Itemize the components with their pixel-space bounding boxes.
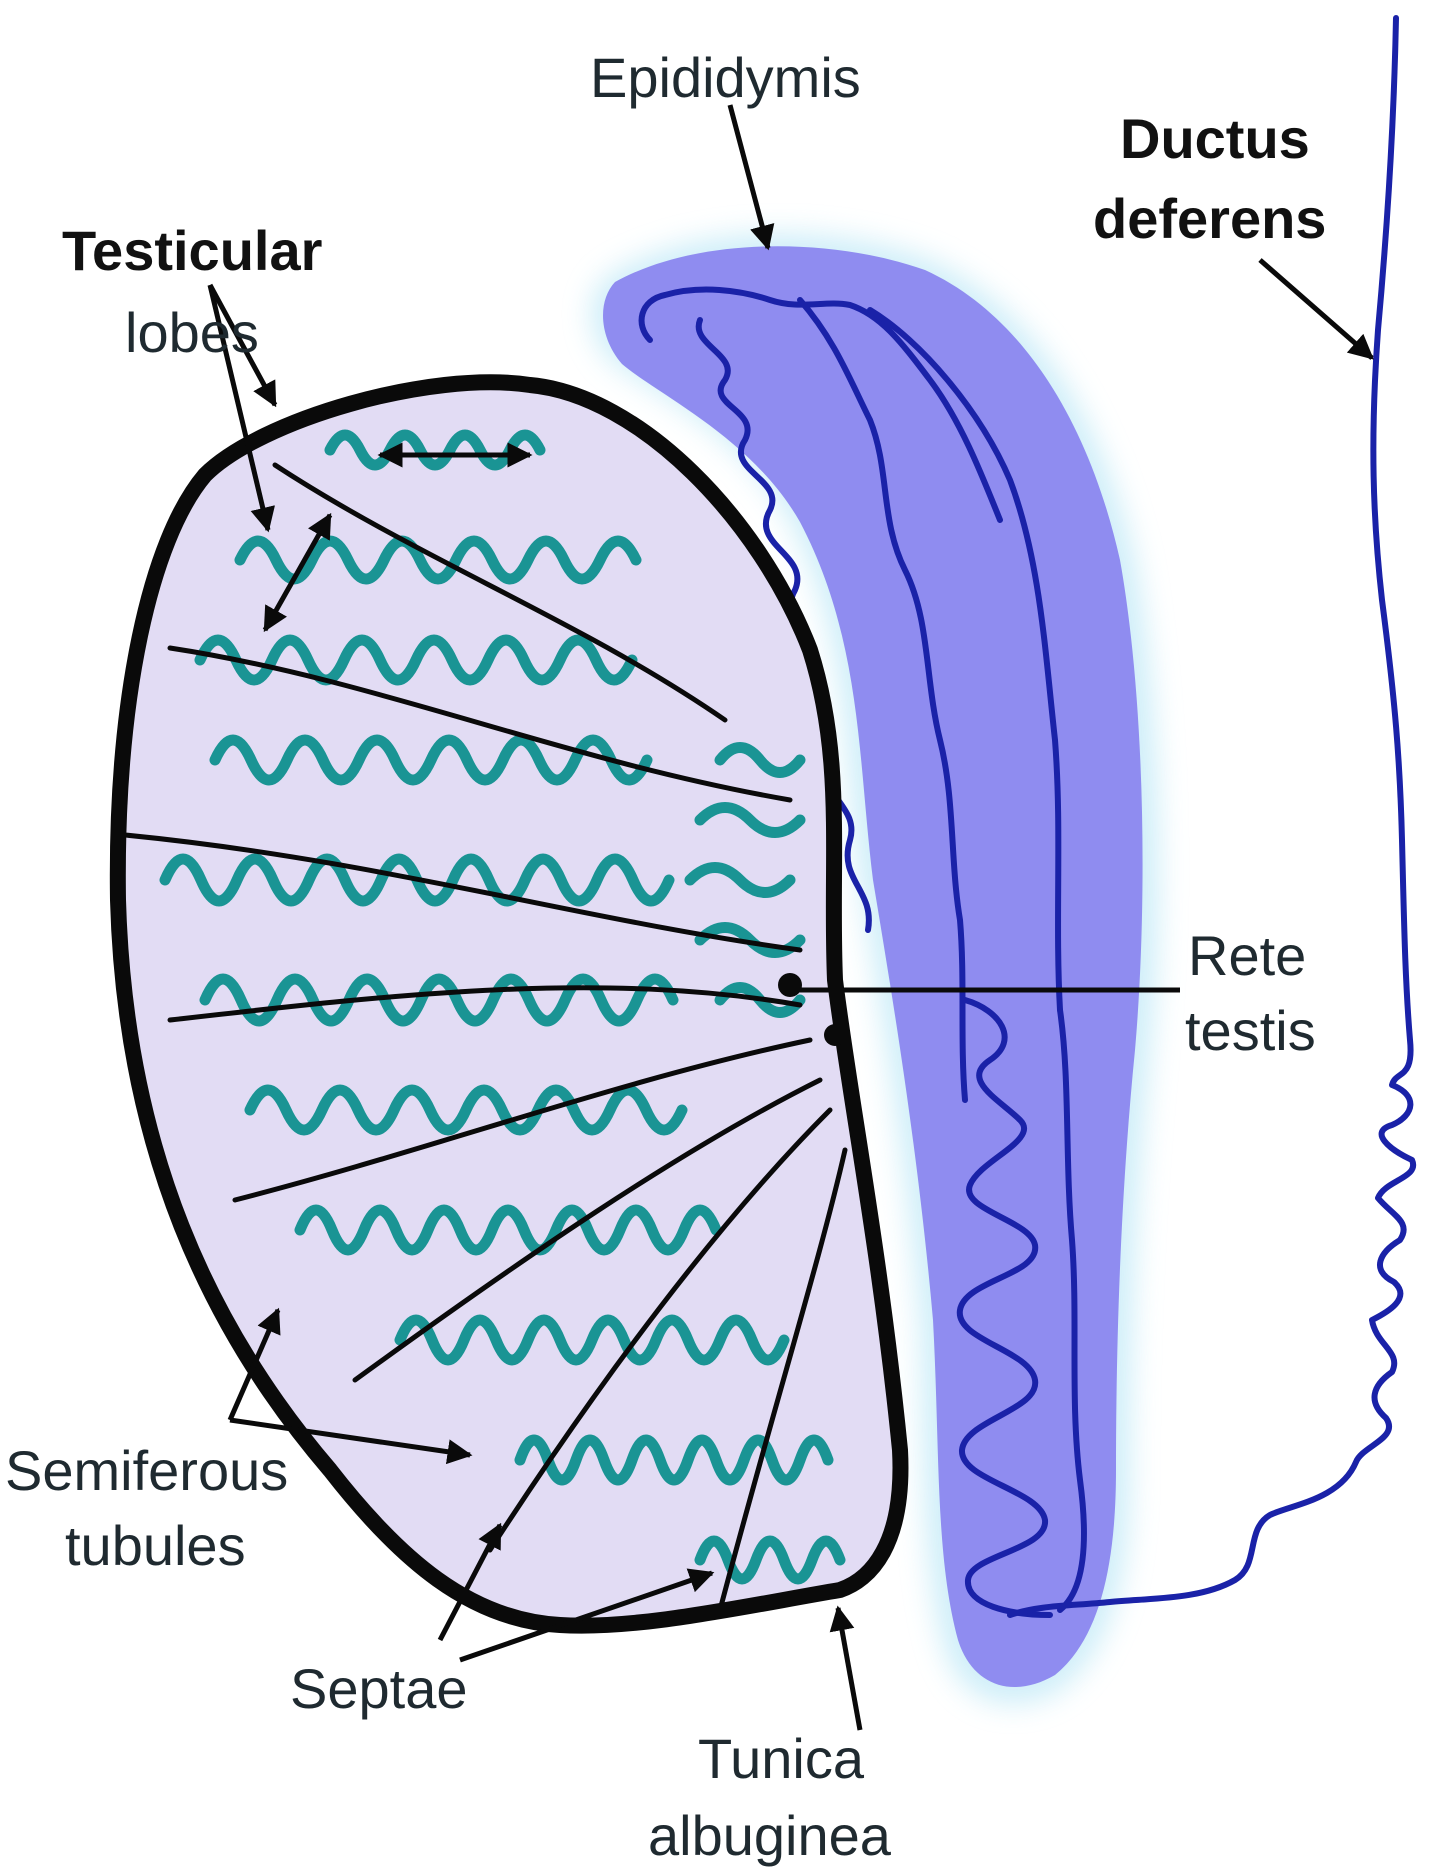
- label-ductus-line1: Ductus: [1120, 107, 1310, 170]
- rete-testis-dot: [824, 1024, 846, 1046]
- label-rete-line2: testis: [1185, 999, 1316, 1062]
- ductus-pointer: [1260, 260, 1372, 358]
- label-tunica-line2: albuginea: [648, 1804, 892, 1867]
- label-testicular-line2: lobes: [125, 301, 259, 364]
- tunica-pointer: [838, 1608, 860, 1730]
- label-ductus-line2: deferens: [1093, 187, 1326, 250]
- label-epididymis: Epididymis: [590, 46, 861, 109]
- label-rete-line1: Rete: [1188, 924, 1306, 987]
- label-testicular-line1: Testicular: [62, 219, 322, 282]
- rete-testis-dot: [778, 973, 802, 997]
- label-semiferous-line1: Semiferous: [5, 1439, 288, 1502]
- epididymis-pointer: [730, 105, 768, 248]
- label-septae: Septae: [290, 1657, 468, 1720]
- label-semiferous-line2: tubules: [65, 1514, 246, 1577]
- label-tunica-line1: Tunica: [698, 1727, 865, 1790]
